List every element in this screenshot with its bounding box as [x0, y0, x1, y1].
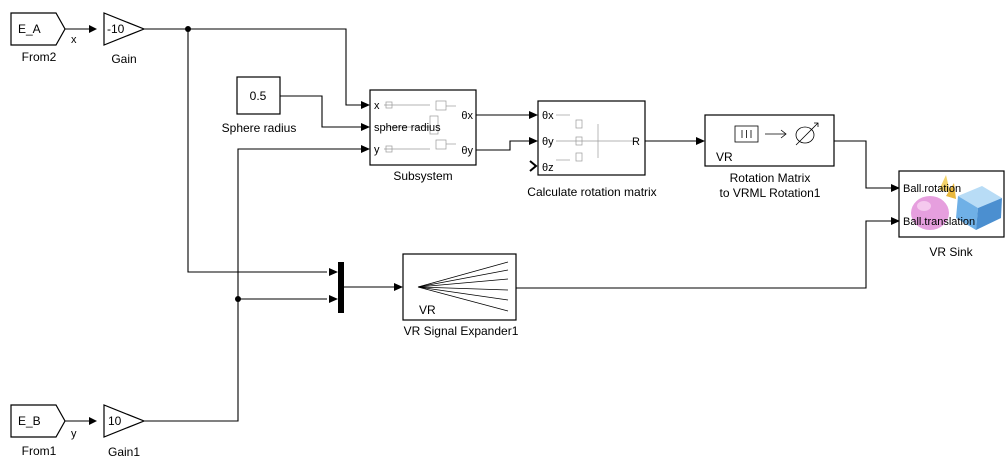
arrowhead — [329, 295, 338, 303]
right-arrow-icon — [765, 129, 787, 139]
subsystem-internal-wiring — [384, 100, 456, 153]
unconnected-port-chevron — [529, 160, 538, 172]
arrowhead — [529, 111, 538, 119]
vr-sink-label: VR Sink — [929, 245, 973, 259]
vrml-rotation-label-line2: to VRML Rotation1 — [720, 186, 821, 200]
mux-block[interactable] — [338, 262, 344, 313]
signal-line-gain-to-mux[interactable] — [187, 29, 327, 273]
from1-label: From1 — [22, 444, 57, 458]
signal-line-gain1-to-subsystem[interactable] — [144, 148, 363, 422]
subsystem-label: Subsystem — [393, 169, 452, 183]
vr-sink-port-ball-rotation: Ball.rotation — [903, 183, 961, 195]
arrowhead — [394, 283, 403, 291]
vr-sink-block[interactable]: Ball.rotation Ball.translation — [898, 170, 1005, 238]
signal-line-gain-to-subsystem[interactable] — [144, 28, 363, 106]
signal-fan-icon — [417, 261, 509, 312]
rotation-matrix-port-thetaz: θz — [542, 162, 554, 174]
vrml-rotation-vr-text: VR — [716, 150, 733, 164]
vrml-rotation-block[interactable]: VR — [704, 114, 835, 167]
gain-value: -10 — [107, 22, 125, 36]
signal-line-rotation[interactable] — [834, 140, 891, 189]
subsystem-port-thetay: θy — [461, 145, 473, 157]
gain-block[interactable]: -10 — [103, 12, 146, 46]
subsystem-block[interactable]: x sphere radius y θx θy — [369, 89, 477, 166]
gain1-block[interactable]: 10 — [103, 404, 146, 438]
vr-sink-port-ball-translation: Ball.translation — [903, 216, 975, 228]
vrml-rotation-label-line1: Rotation Matrix — [730, 171, 811, 185]
arrowhead — [891, 217, 900, 225]
subsystem-port-y: y — [374, 144, 380, 156]
rotation-matrix-port-thetax: θx — [542, 110, 554, 122]
arrowhead — [89, 25, 97, 33]
sphere-radius-label: Sphere radius — [222, 121, 297, 135]
signal-label-y: y — [71, 428, 77, 440]
rotation-matrix-port-thetay: θy — [542, 136, 554, 148]
signal-line-radius[interactable] — [280, 95, 363, 128]
subsystem-port-x: x — [374, 100, 380, 112]
from1-block[interactable]: E_B — [10, 404, 66, 438]
signal-line-thetay[interactable] — [476, 140, 531, 151]
vr-signal-expander-vr-text: VR — [419, 303, 436, 317]
from2-label: From2 — [22, 50, 57, 64]
arrowhead — [529, 137, 538, 145]
subsystem-port-thetax: θx — [461, 110, 473, 122]
rotation-matrix-port-r: R — [632, 136, 640, 148]
from2-tag: E_A — [18, 22, 41, 36]
matrix-icon — [734, 125, 759, 143]
arrowhead — [361, 123, 370, 131]
vr-signal-expander-label: VR Signal Expander1 — [404, 324, 519, 338]
arrowhead — [696, 137, 705, 145]
rotation-matrix-label: Calculate rotation matrix — [527, 185, 656, 199]
branch-point-x — [185, 26, 191, 32]
gain-label: Gain — [111, 52, 136, 66]
sphere-radius-constant-block[interactable]: 0.5 — [236, 76, 281, 115]
gain1-value: 10 — [108, 414, 122, 428]
rotation-matrix-block[interactable]: θx θy θz R — [537, 100, 646, 176]
signal-label-x: x — [71, 34, 77, 46]
arrowhead — [891, 184, 900, 192]
vr-signal-expander-block[interactable]: VR — [402, 253, 517, 321]
arrowhead — [361, 145, 370, 153]
rotation-matrix-internal-wiring — [556, 114, 636, 162]
signal-line-translation[interactable] — [516, 220, 891, 289]
arrowhead — [361, 101, 370, 109]
rotation-angle-icon — [795, 122, 819, 146]
subsystem-port-sphere-radius: sphere radius — [374, 122, 441, 134]
sphere-radius-value: 0.5 — [250, 89, 267, 103]
arrowhead — [329, 268, 338, 276]
arrowhead — [89, 417, 97, 425]
from1-tag: E_B — [18, 414, 41, 428]
signal-lines — [64, 25, 900, 425]
from2-block[interactable]: E_A — [10, 12, 66, 46]
vr-scene-icon — [911, 175, 1002, 230]
branch-point-y — [235, 296, 241, 302]
gain1-label: Gain1 — [108, 445, 140, 459]
